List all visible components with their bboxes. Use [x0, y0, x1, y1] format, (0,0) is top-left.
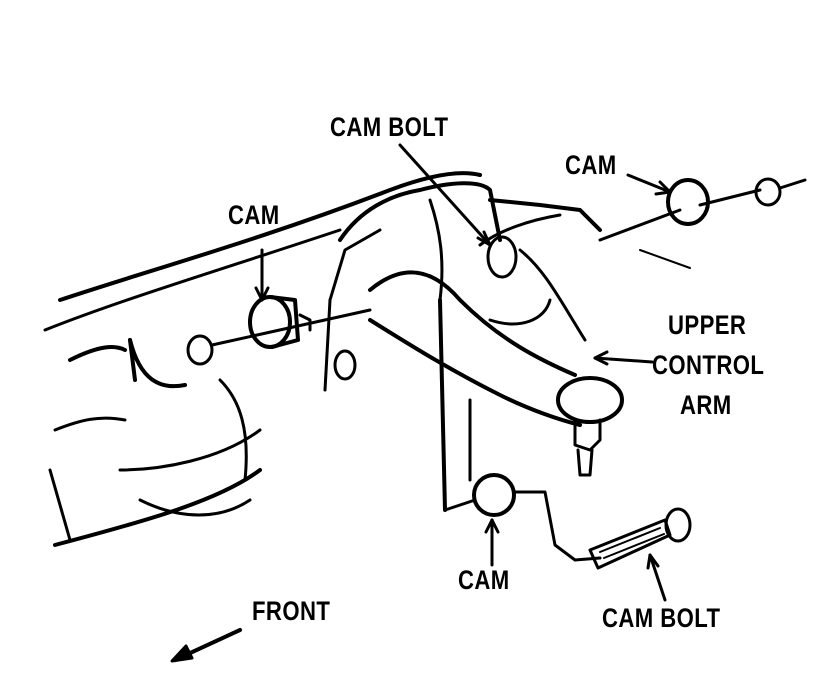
label-cam-bottom: CAM	[458, 565, 510, 595]
label-cam-bolt-bottom: CAM BOLT	[602, 603, 721, 633]
label-cam-left: CAM	[228, 200, 280, 230]
label-cam-top-right: CAM	[565, 150, 617, 180]
label-front: FRONT	[252, 596, 331, 626]
label-upper: UPPER	[668, 310, 747, 340]
label-cam-bolt-top: CAM BOLT	[330, 112, 449, 142]
leader-lines	[170, 143, 672, 663]
label-arm: ARM	[680, 390, 732, 420]
hardware	[186, 177, 807, 570]
mounting-bracket	[323, 181, 602, 512]
label-control: CONTROL	[652, 350, 765, 380]
frame-outline	[43, 171, 482, 547]
control-arm-drawing	[368, 248, 624, 477]
